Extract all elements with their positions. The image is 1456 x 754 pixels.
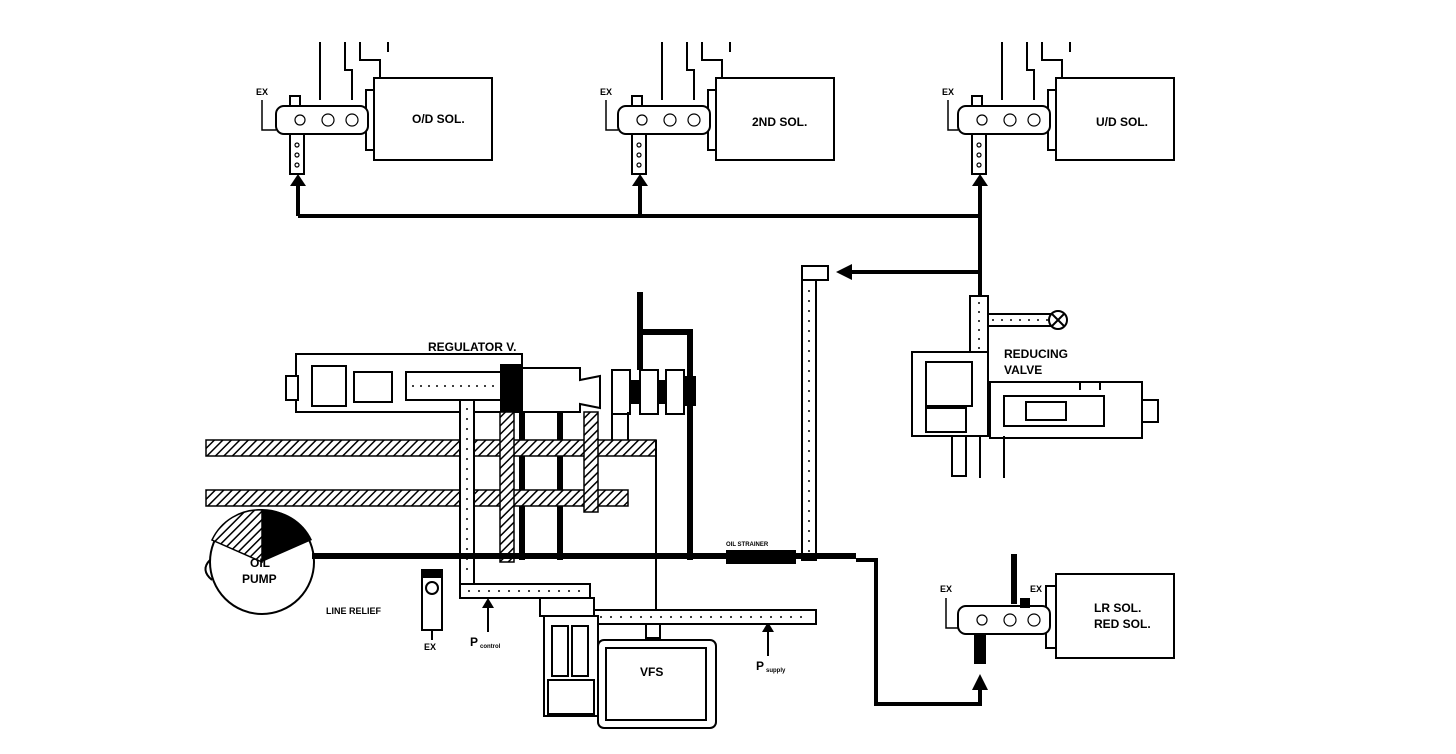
second-solenoid-label: 2ND SOL. xyxy=(752,115,807,129)
oil-pump-label-1: OIL xyxy=(250,556,270,570)
supply-passage xyxy=(801,265,829,561)
lr-solenoid-body xyxy=(1055,573,1175,659)
line-relief-valve: LINE RELIEF EX xyxy=(326,569,443,652)
line-relief-exhaust-label: EX xyxy=(424,642,436,652)
regulator-valve-label: REGULATOR V. xyxy=(428,340,516,354)
second-solenoid-group: EX 2ND SOL. xyxy=(600,42,835,175)
oil-strainer-label: OIL STRAINER xyxy=(726,542,769,548)
regulator-valve: REGULATOR V. xyxy=(285,340,696,415)
ud-exhaust-label: EX xyxy=(942,87,954,97)
lr-solenoid-group: EX EX LR SOL. RED SOL. xyxy=(940,554,1175,664)
regulator-feed-lines xyxy=(519,292,693,560)
vfs-label: VFS xyxy=(640,665,663,679)
oil-pump-label-2: PUMP xyxy=(242,572,277,586)
reducing-valve: REDUCING VALVE xyxy=(911,295,1159,478)
ud-solenoid-group: EX U/D SOL. xyxy=(942,42,1175,175)
lr-solenoid-label-2: RED SOL. xyxy=(1094,617,1151,631)
lr-exhaust-label-right: EX xyxy=(1030,584,1042,594)
second-solenoid-body xyxy=(715,77,835,161)
p-supply-label: P xyxy=(756,659,764,673)
od-exhaust-label: EX xyxy=(256,87,268,97)
pressure-indicators: P control P supply xyxy=(470,598,786,674)
reducing-valve-label-2: VALVE xyxy=(1004,363,1042,377)
vfs-supply-passage xyxy=(593,609,817,639)
solenoid-supply-line xyxy=(290,174,988,300)
hatched-passages xyxy=(205,411,657,620)
main-line-pressure: OIL STRAINER xyxy=(312,542,988,706)
od-solenoid-body xyxy=(373,77,493,161)
second-exhaust-label: EX xyxy=(600,87,612,97)
regulator-dotted-passages xyxy=(459,399,595,617)
p-control-label: P xyxy=(470,635,478,649)
reducing-valve-label-1: REDUCING xyxy=(1004,347,1068,361)
lr-solenoid-label-1: LR SOL. xyxy=(1094,601,1141,615)
vfs-solenoid: VFS xyxy=(543,615,717,729)
ud-solenoid-body xyxy=(1055,77,1175,161)
ud-solenoid-label: U/D SOL. xyxy=(1096,115,1148,129)
p-control-sub: control xyxy=(480,644,501,650)
p-supply-sub: supply xyxy=(766,668,786,674)
line-relief-label: LINE RELIEF xyxy=(326,606,382,616)
od-solenoid-group: EX O/D SOL. xyxy=(256,42,493,175)
oil-pump: OIL PUMP xyxy=(204,509,315,615)
lr-exhaust-label-left: EX xyxy=(940,584,952,594)
od-solenoid-label: O/D SOL. xyxy=(412,112,465,126)
